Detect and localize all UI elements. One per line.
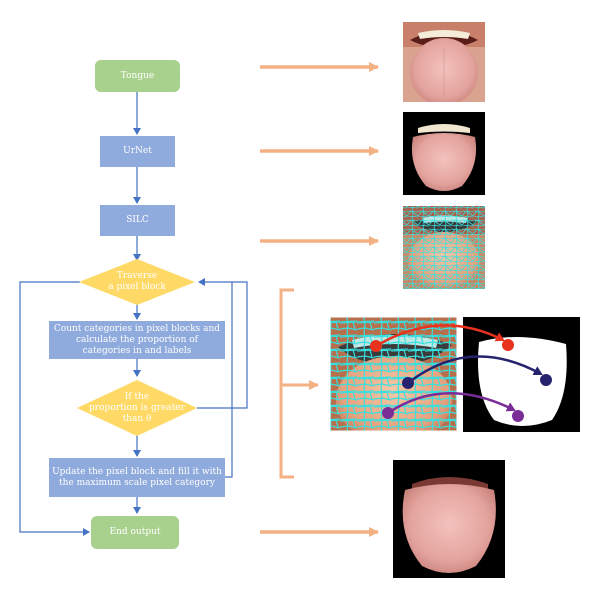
decision-traverse-text: Traverse a pixel block bbox=[89, 266, 185, 298]
label-dot-red-target bbox=[502, 339, 514, 351]
label-arrow-red bbox=[375, 324, 505, 348]
label-arrow-navy bbox=[407, 355, 543, 384]
label-arrow-purple bbox=[387, 392, 516, 415]
process-node-count-categories: Count categories in pixel blocks and cal… bbox=[49, 321, 225, 359]
open-mouth-tongue-photo bbox=[403, 22, 485, 102]
traverse-line-2: a pixel block bbox=[108, 282, 166, 292]
loop-bracket bbox=[279, 288, 294, 479]
process-node-urnet: UrNet bbox=[100, 136, 175, 167]
segmented-tongue-photo bbox=[403, 112, 485, 195]
silc-node-label: SILC bbox=[126, 215, 149, 225]
count-line-3: categories in and labels bbox=[82, 345, 192, 356]
process-node-update-block: Update the pixel block and fill it with … bbox=[49, 458, 225, 497]
condition-line-3: than θ bbox=[122, 413, 152, 424]
decision-traverse-shape bbox=[79, 259, 195, 305]
start-node-label: Tongue bbox=[120, 70, 155, 81]
decision-proportion-text: If the proportion is greater than θ bbox=[87, 390, 187, 426]
connector-update-back-to-traverse bbox=[225, 282, 233, 478]
final-tongue-photo bbox=[393, 460, 505, 578]
condition-line-1: If the bbox=[124, 391, 150, 402]
count-line-1: Count categories in pixel blocks and bbox=[53, 323, 221, 334]
end-line-2: output bbox=[130, 527, 161, 537]
result-arrows bbox=[260, 62, 379, 537]
process-node-silc: SILC bbox=[100, 205, 175, 236]
decision-proportion-shape bbox=[77, 380, 197, 436]
end-line-1: End bbox=[109, 527, 128, 537]
count-line-2: calculate the proportion of bbox=[75, 334, 199, 345]
label-dot-navy-target bbox=[540, 374, 552, 386]
update-line-2: the maximum scale pixel category bbox=[59, 477, 215, 488]
label-dot-purple-target bbox=[512, 410, 524, 422]
end-node-output: End output bbox=[91, 516, 179, 549]
superpixel-grid-photo bbox=[403, 206, 485, 289]
traverse-line-1: Traverse bbox=[116, 271, 158, 281]
connector-condition-back-to-traverse bbox=[197, 278, 248, 409]
urnet-node-label: UrNet bbox=[123, 146, 152, 156]
label-mapping-arrows bbox=[370, 324, 552, 422]
condition-line-2: proportion is greater bbox=[89, 402, 185, 413]
connector-traverse-exit-to-end bbox=[19, 281, 90, 536]
start-node-tongue: Tongue bbox=[95, 60, 180, 92]
update-line-1: Update the pixel block and fill it with bbox=[52, 466, 222, 477]
flow-connectors bbox=[19, 92, 248, 536]
